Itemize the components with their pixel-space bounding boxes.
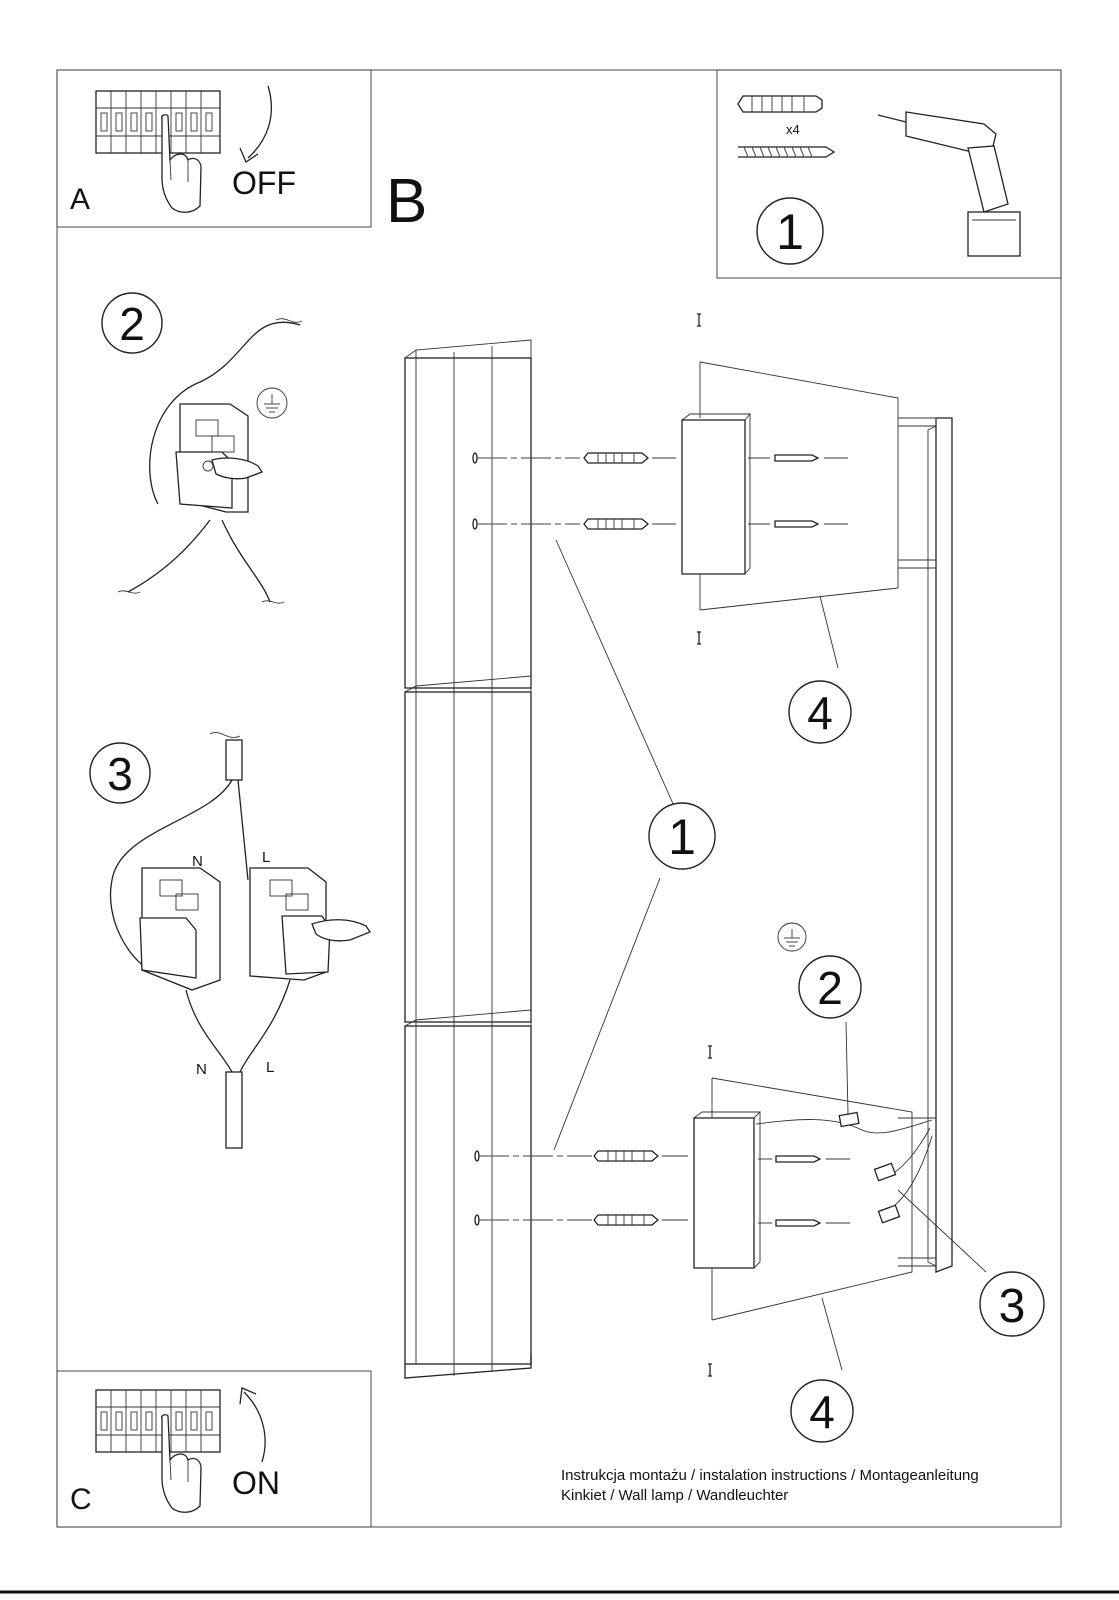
neutral-supply-wire — [109, 779, 233, 971]
callout-1-circle — [648, 802, 716, 870]
live-bottom-label: L — [266, 1059, 274, 1076]
neutral-top-label: N — [192, 853, 203, 870]
wall-plug-icon — [737, 95, 823, 113]
panel-c: C ON — [70, 1387, 280, 1516]
hand-icon — [211, 457, 263, 480]
supply-wires — [127, 519, 271, 603]
step-2-label: 2 — [119, 298, 145, 350]
lamp-wires — [185, 979, 291, 1073]
wall-panels — [404, 339, 532, 1379]
live-top-label: L — [262, 849, 270, 866]
hand-icon — [160, 114, 202, 213]
tools-panel: x4 1 — [737, 95, 1021, 265]
callout-2-circle — [798, 955, 862, 1019]
top-bracket-assembly — [583, 313, 899, 645]
panel-b-letter: B — [386, 167, 427, 236]
drill-icon — [877, 111, 1021, 257]
ground-symbol-icon — [777, 922, 807, 952]
ground-wire — [149, 321, 301, 505]
step-3-circle — [89, 742, 151, 804]
wall-plug-icon — [583, 452, 650, 530]
callout-4-bottom-circle — [790, 1379, 854, 1443]
bottom-bracket-assembly — [593, 1045, 933, 1377]
terminal-block-n-icon — [139, 867, 221, 991]
ground-lead — [755, 1119, 933, 1134]
step-1-circle — [756, 197, 824, 265]
sheet-frame — [56, 69, 1062, 1528]
screw-icon — [738, 146, 836, 158]
arrow-up-icon — [239, 1387, 266, 1463]
callout-4-top-circle — [788, 680, 852, 744]
step-2-circle — [101, 292, 163, 354]
step-3-panel: 3 N L N L — [89, 732, 371, 1149]
screw-icon — [775, 1155, 822, 1227]
callout-3: 3 — [999, 1280, 1026, 1333]
footer-line-2: Kinkiet / Wall lamp / Wandleuchter — [561, 1487, 789, 1504]
hand-icon — [160, 1414, 202, 1513]
panel-c-letter: C — [70, 1483, 92, 1516]
callout-1: 1 — [668, 809, 696, 865]
arrow-down-icon — [239, 85, 273, 163]
callouts: 4 1 2 3 4 — [648, 680, 1045, 1443]
wall-plug-icon — [593, 1150, 660, 1226]
step-3-label: 3 — [107, 748, 133, 800]
breaker-box-icon — [95, 1389, 221, 1453]
lamp-profile — [898, 417, 953, 1273]
footer-line-1: Instrukcja montażu / instalation instruc… — [561, 1467, 979, 1484]
callout-4-top: 4 — [807, 687, 833, 739]
panel-a: A OFF — [70, 85, 296, 216]
neutral-bottom-label: N — [196, 1061, 207, 1078]
callout-4-bottom: 4 — [809, 1386, 835, 1438]
hand-icon — [311, 919, 371, 942]
callout-3-circle — [979, 1271, 1045, 1337]
ground-symbol-icon — [256, 387, 288, 419]
step-1-label: 1 — [776, 204, 804, 260]
step-2-panel: 2 — [101, 292, 303, 604]
quantity-label: x4 — [786, 122, 800, 137]
footer-caption: Instrukcja montażu / instalation instruc… — [561, 1466, 979, 1506]
leader-lines — [553, 539, 987, 1371]
screw-icon — [774, 454, 820, 528]
callout-2: 2 — [817, 962, 843, 1014]
off-label: OFF — [232, 165, 296, 201]
on-label: ON — [232, 1465, 280, 1501]
breaker-box-icon — [95, 90, 221, 154]
terminal-block-icon — [175, 403, 249, 513]
live-supply-wire — [237, 779, 249, 881]
panel-holes — [472, 452, 592, 1226]
panel-a-letter: A — [70, 183, 90, 216]
connector-icon — [838, 1111, 901, 1224]
